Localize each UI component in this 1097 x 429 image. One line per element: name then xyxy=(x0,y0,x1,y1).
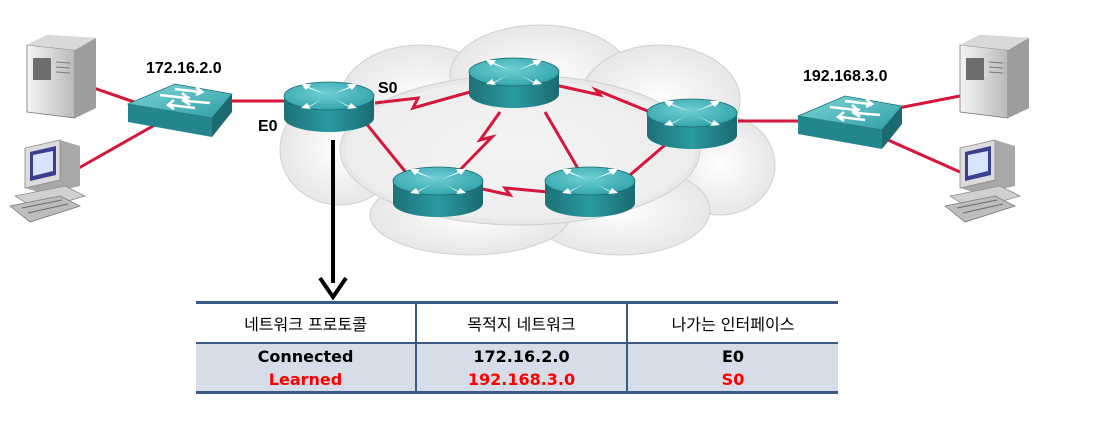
pc-right xyxy=(944,139,1022,223)
router-core-bottom-left xyxy=(392,166,484,217)
interface-learned: S0 xyxy=(721,369,745,389)
server-left xyxy=(26,35,96,119)
link-serial-r1-r2 xyxy=(374,90,471,111)
router-core-top xyxy=(468,57,560,108)
header-interface: 나가는 인터페이스 xyxy=(626,301,838,344)
header-protocol: 네트워크 프로토콜 xyxy=(196,301,416,344)
destination-cell: 172.16.2.0 192.168.3.0 xyxy=(415,343,627,394)
link-r5-r3 xyxy=(629,143,666,177)
interface-label-s0: S0 xyxy=(378,80,398,97)
link-pc2-switch xyxy=(69,120,161,175)
server-right xyxy=(959,35,1029,119)
destination-connected: 172.16.2.0 xyxy=(473,346,570,366)
interface-connected: E0 xyxy=(721,346,745,366)
routing-table: 네트워크 프로토콜 목적지 네트워크 나가는 인터페이스 Connected L… xyxy=(196,301,838,394)
router-core-bottom-right xyxy=(544,166,636,217)
network-label-left: 172.16.2.0 xyxy=(146,60,222,77)
switch-right xyxy=(796,95,903,149)
router-edge-left xyxy=(283,81,375,132)
router-edge-right xyxy=(646,98,738,149)
link-r2-r5 xyxy=(543,111,582,173)
link-r2-r3 xyxy=(554,83,651,114)
routing-table-body: Connected Learned 172.16.2.0 192.168.3.0… xyxy=(196,343,838,394)
link-r2-r4 xyxy=(453,111,502,177)
routing-table-header: 네트워크 프로토콜 목적지 네트워크 나가는 인터페이스 xyxy=(196,301,838,344)
protocol-cell: Connected Learned xyxy=(196,343,416,394)
switch-left xyxy=(126,83,233,137)
lookup-arrow xyxy=(318,140,348,301)
interface-cell: E0 S0 xyxy=(626,343,838,394)
header-destination: 목적지 네트워크 xyxy=(415,301,627,344)
protocol-learned: Learned xyxy=(268,369,343,389)
interface-label-e0: E0 xyxy=(258,118,278,135)
protocol-connected: Connected xyxy=(257,346,354,366)
link-r4-r5 xyxy=(477,186,549,198)
link-r1-r4 xyxy=(363,121,410,176)
destination-learned: 192.168.3.0 xyxy=(467,369,576,389)
network-label-right: 192.168.3.0 xyxy=(803,68,888,85)
pc-left xyxy=(9,139,87,223)
